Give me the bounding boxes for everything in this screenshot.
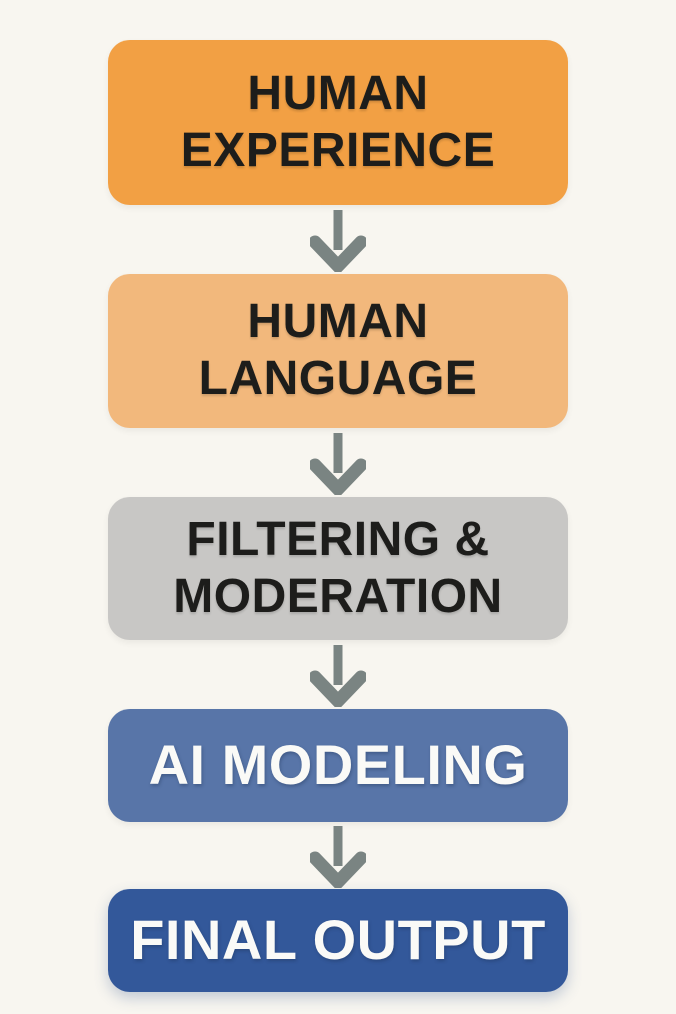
flowchart: HUMAN EXPERIENCE HUMAN LANGUAGE FILTERIN… (108, 40, 568, 992)
down-arrow-icon (310, 432, 366, 495)
flow-step-label: HUMAN LANGUAGE (198, 295, 478, 405)
down-arrow-icon (310, 644, 366, 707)
flow-step-human-language: HUMAN LANGUAGE (108, 274, 568, 428)
flow-connector (310, 822, 366, 889)
flow-step-label: FILTERING & MODERATION (173, 512, 503, 623)
down-arrow-icon (310, 825, 366, 888)
flow-step-human-experience: HUMAN EXPERIENCE (108, 40, 568, 205)
flow-step-final-output: FINAL OUTPUT (108, 889, 568, 992)
flow-step-label: HUMAN EXPERIENCE (180, 66, 496, 177)
flow-connector (310, 428, 366, 497)
flow-connector (310, 640, 366, 709)
flow-step-ai-modeling: AI MODELING (108, 709, 568, 822)
flow-step-filtering-moderation: FILTERING & MODERATION (108, 497, 568, 640)
flow-connector (310, 205, 366, 274)
flow-step-label: AI MODELING (148, 733, 528, 797)
down-arrow-icon (310, 209, 366, 272)
flow-step-label: FINAL OUTPUT (130, 908, 546, 972)
